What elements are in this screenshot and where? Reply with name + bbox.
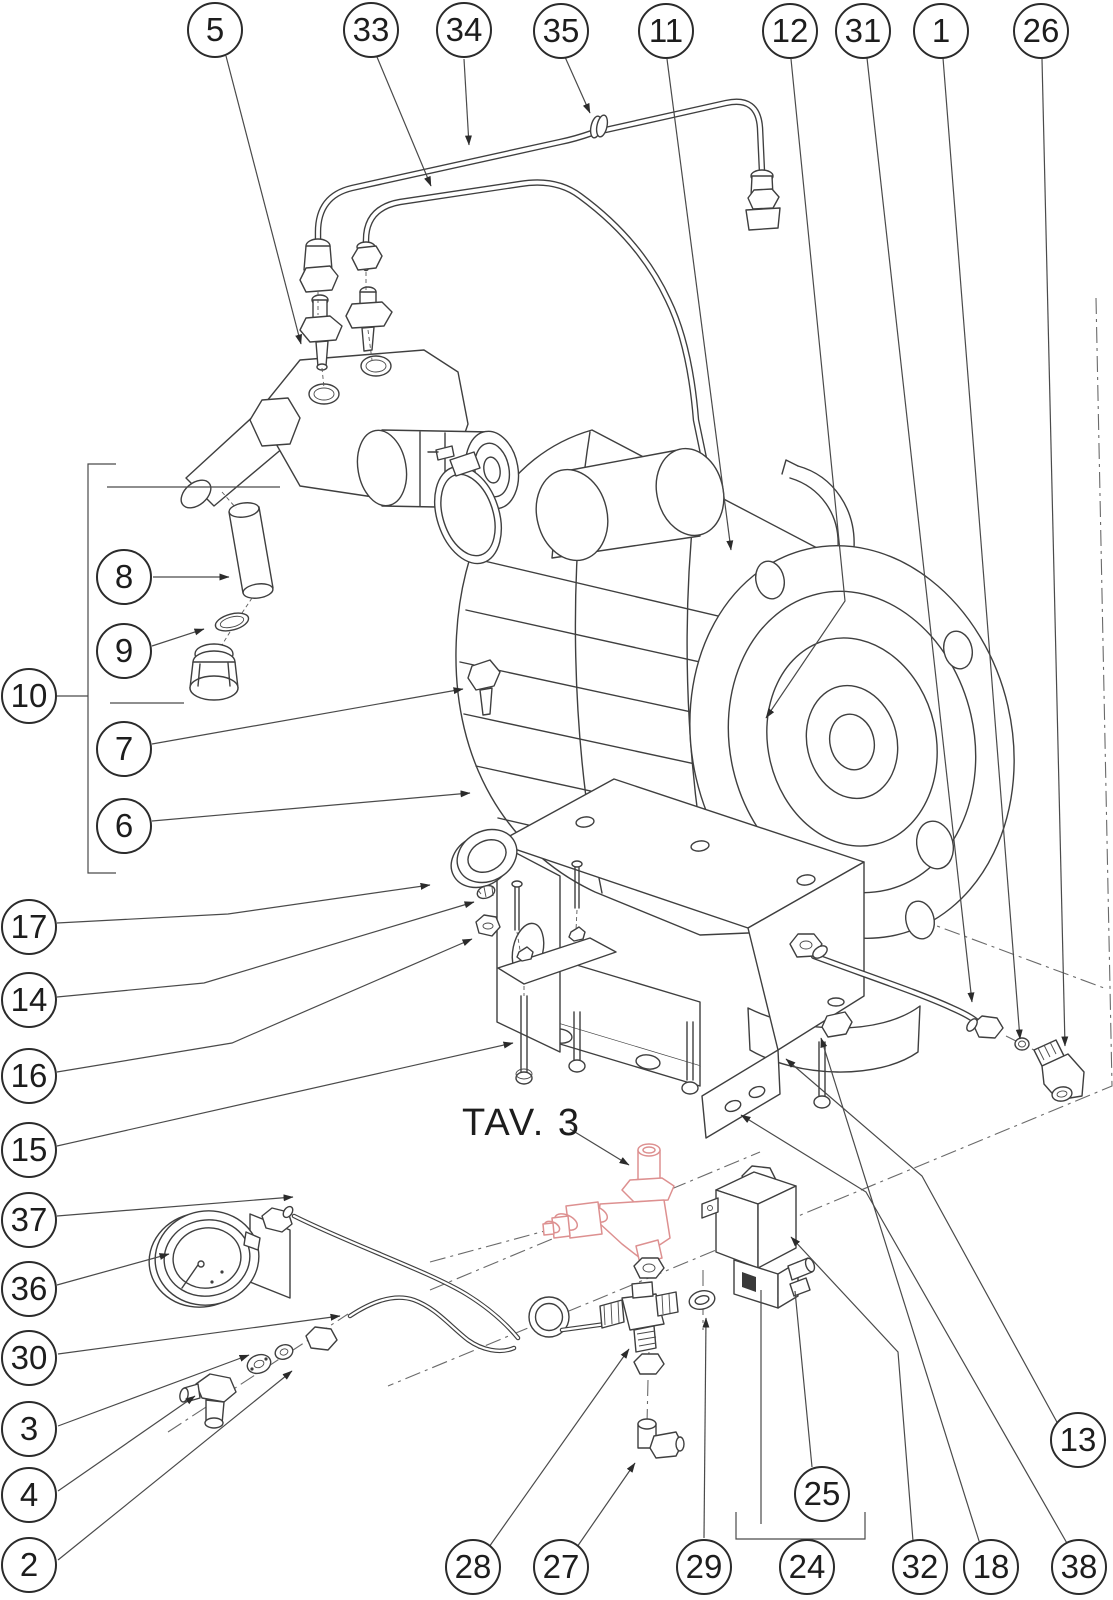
leader-line bbox=[57, 1395, 196, 1492]
washer-29 bbox=[688, 1289, 716, 1311]
part-balloon-36: 36 bbox=[1, 1261, 57, 1317]
leader-line bbox=[57, 1370, 293, 1561]
bracket-screws bbox=[511, 860, 853, 1109]
leader-line bbox=[56, 901, 475, 998]
gauge-group bbox=[148, 1205, 609, 1341]
head-fitting-right bbox=[345, 241, 393, 361]
part-balloon-25: 25 bbox=[794, 1466, 850, 1522]
part-balloon-9: 9 bbox=[96, 623, 152, 679]
head-fitting-left bbox=[299, 238, 343, 389]
part-balloon-34: 34 bbox=[436, 2, 492, 58]
expansion-valve-red bbox=[542, 1143, 675, 1265]
part-balloon-1: 1 bbox=[913, 3, 969, 59]
part-balloon-29: 29 bbox=[676, 1539, 732, 1595]
capillary-coil bbox=[528, 1296, 609, 1338]
part-balloon-30: 30 bbox=[1, 1330, 57, 1386]
hose-assembly bbox=[789, 933, 1085, 1102]
gauge-nut-37 bbox=[261, 1205, 294, 1233]
leader-line bbox=[57, 1313, 341, 1355]
leader-line bbox=[666, 58, 734, 551]
leader-line bbox=[564, 56, 591, 114]
part-balloon-5: 5 bbox=[187, 2, 243, 58]
o-ring-9 bbox=[214, 612, 250, 632]
leader-line bbox=[376, 56, 432, 187]
leader-line bbox=[56, 882, 431, 924]
motor-bolt bbox=[467, 659, 501, 716]
leader-lines bbox=[56, 55, 1069, 1561]
part-balloon-11: 11 bbox=[638, 3, 694, 59]
leader-line bbox=[765, 58, 846, 719]
leader-line bbox=[740, 1114, 1069, 1546]
part-balloon-28: 28 bbox=[445, 1539, 501, 1595]
leader-line bbox=[225, 55, 302, 345]
leader-line bbox=[56, 1041, 514, 1147]
leader-line bbox=[794, 1290, 813, 1468]
part-balloon-33: 33 bbox=[343, 2, 399, 58]
leader-line bbox=[56, 938, 473, 1073]
tee-fitting-group bbox=[599, 1257, 685, 1459]
part-balloon-10: 10 bbox=[1, 668, 57, 724]
leader-line bbox=[488, 1348, 630, 1548]
leader-line bbox=[790, 1236, 914, 1542]
part-balloon-2: 2 bbox=[1, 1537, 57, 1593]
part-balloon-8: 8 bbox=[96, 549, 152, 605]
part-balloon-31: 31 bbox=[835, 3, 891, 59]
part-balloon-7: 7 bbox=[96, 721, 152, 777]
leader-line bbox=[57, 1354, 250, 1427]
leader-line bbox=[56, 1194, 294, 1217]
leader-line bbox=[151, 790, 471, 822]
grommet-group bbox=[450, 828, 518, 937]
part-balloon-15: 15 bbox=[1, 1122, 57, 1178]
leader-line bbox=[151, 628, 205, 647]
opv-pipe-group bbox=[179, 1295, 517, 1429]
capacitor bbox=[535, 447, 725, 562]
tav-reference-label: TAV. 3 bbox=[462, 1102, 582, 1144]
discharge-pipes bbox=[314, 98, 781, 472]
part-balloon-3: 3 bbox=[1, 1401, 57, 1457]
pipe-ring-35 bbox=[589, 114, 609, 139]
part-balloon-6: 6 bbox=[96, 798, 152, 854]
leader-line bbox=[576, 1462, 636, 1548]
leader-line bbox=[569, 1128, 630, 1166]
leader-line bbox=[151, 687, 464, 745]
elbow-fitting-27 bbox=[637, 1418, 685, 1459]
pipe-end-fitting bbox=[745, 169, 781, 231]
leader-line bbox=[866, 57, 975, 1003]
part-balloon-14: 14 bbox=[1, 972, 57, 1028]
part-balloon-13: 13 bbox=[1050, 1412, 1106, 1468]
leader-line bbox=[1041, 58, 1069, 1047]
group-bracket bbox=[735, 1512, 866, 1540]
part-balloon-12: 12 bbox=[762, 3, 818, 59]
part-balloon-38: 38 bbox=[1051, 1539, 1107, 1595]
elbow-fitting-26 bbox=[1033, 1039, 1085, 1102]
solenoid-valve bbox=[701, 1165, 816, 1309]
fitting-10 bbox=[189, 643, 239, 701]
part-balloon-26: 26 bbox=[1013, 3, 1069, 59]
part-balloon-35: 35 bbox=[533, 3, 589, 59]
pump-motor bbox=[455, 429, 1015, 1087]
part-balloon-17: 17 bbox=[1, 899, 57, 955]
motor-foot bbox=[519, 947, 921, 1087]
part-balloon-4: 4 bbox=[1, 1467, 57, 1523]
part-balloon-18: 18 bbox=[963, 1539, 1019, 1595]
part-balloon-16: 16 bbox=[1, 1048, 57, 1104]
leader-line bbox=[785, 1058, 1059, 1425]
leader-line bbox=[820, 1037, 981, 1545]
part-balloon-24: 24 bbox=[779, 1539, 835, 1595]
group-bracket bbox=[87, 463, 116, 874]
part-balloon-37: 37 bbox=[1, 1192, 57, 1248]
leader-line bbox=[702, 1317, 710, 1539]
leader-line bbox=[942, 57, 1023, 1040]
leader-line bbox=[463, 58, 472, 146]
hose-clamp bbox=[427, 445, 502, 565]
part-balloon-32: 32 bbox=[892, 1539, 948, 1595]
part-balloon-27: 27 bbox=[533, 1539, 589, 1595]
leader-line bbox=[56, 1253, 170, 1286]
